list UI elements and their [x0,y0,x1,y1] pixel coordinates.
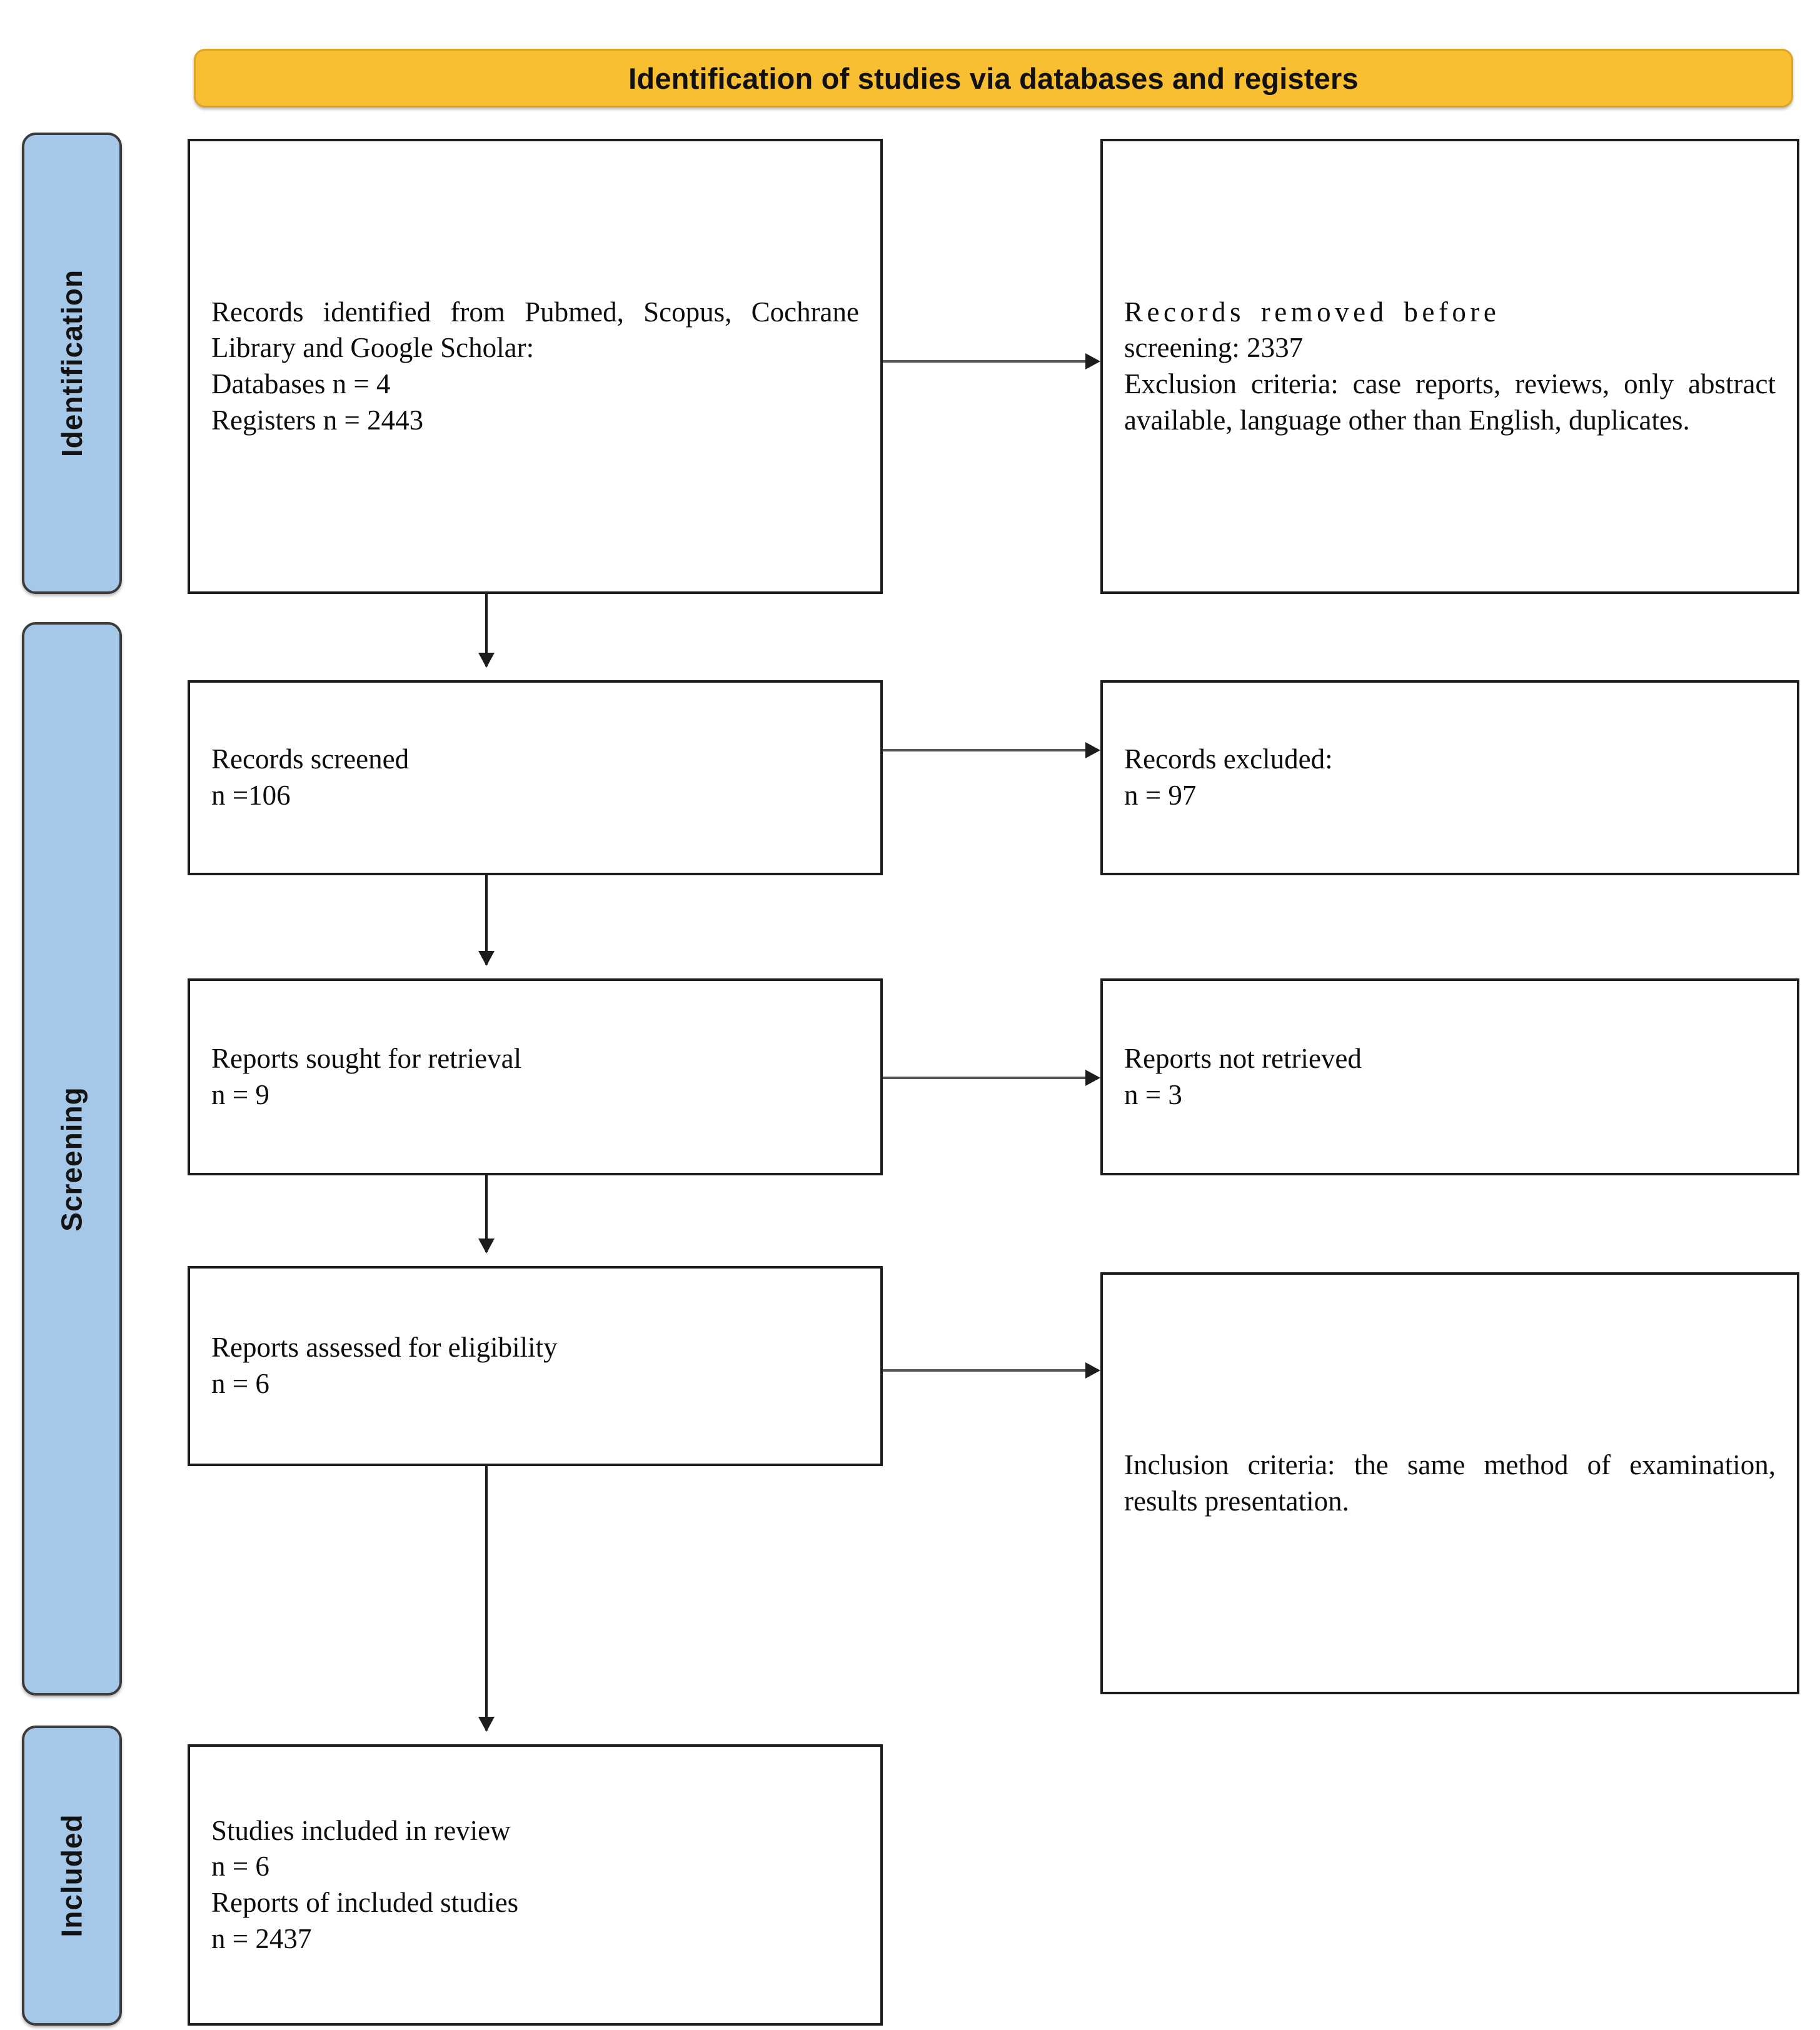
studies-included-count: n = 6 [211,1851,269,1882]
connector-screened-to-sought [478,875,495,966]
box-records-excluded: Records excluded: n = 97 [1100,680,1799,875]
records-removed-heading: Records removed before [1124,296,1501,328]
connector-sought-to-not-retrieved [883,1070,1100,1086]
reports-sought-label: Reports sought for retrieval [211,1042,522,1074]
records-removed-criteria: Exclusion criteria: case reports, review… [1124,368,1776,436]
records-identified-sources: Records identified from Pubmed, Scopus, … [211,296,859,364]
box-reports-sought: Reports sought for retrieval n = 9 [188,978,883,1175]
stage-ribbon-included: Included [22,1726,122,2026]
stage-label-identification: Identification [56,269,89,458]
records-excluded-label: Records excluded: [1124,743,1333,775]
connector-sought-to-assessed [478,1175,495,1254]
connector-identified-to-screened [478,594,495,668]
records-identified-registers: Registers n = 2443 [211,404,424,436]
connector-assessed-to-included [478,1466,495,1732]
identification-banner: Identification of studies via databases … [194,49,1793,108]
inclusion-criteria-text: Inclusion criteria: the same method of e… [1124,1449,1776,1517]
box-reports-assessed: Reports assessed for eligibility n = 6 [188,1266,883,1466]
box-records-identified: Records identified from Pubmed, Scopus, … [188,139,883,594]
stage-ribbon-screening: Screening [22,622,122,1696]
box-records-screened: Records screened n =106 [188,680,883,875]
stage-label-screening: Screening [56,1086,89,1232]
records-screened-count: n =106 [211,780,291,811]
box-reports-not-retrieved: Reports not retrieved n = 3 [1100,978,1799,1175]
reports-included-count: n = 2437 [211,1922,312,1954]
studies-included-label: Studies included in review [211,1814,511,1846]
reports-assessed-count: n = 6 [211,1368,269,1399]
records-identified-databases: Databases n = 4 [211,368,391,399]
banner-title: Identification of studies via databases … [628,61,1359,95]
box-records-removed: Records removed before screening: 2337 E… [1100,139,1799,594]
stage-ribbon-identification: Identification [22,133,122,594]
connector-screened-to-excluded [883,742,1100,758]
reports-assessed-label: Reports assessed for eligibility [211,1332,558,1364]
records-screened-label: Records screened [211,743,410,775]
reports-sought-count: n = 9 [211,1078,269,1110]
box-studies-included: Studies included in review n = 6 Reports… [188,1744,883,2026]
box-inclusion-criteria: Inclusion criteria: the same method of e… [1100,1272,1799,1694]
reports-included-label: Reports of included studies [211,1887,519,1918]
reports-not-retrieved-label: Reports not retrieved [1124,1042,1362,1074]
stage-label-included: Included [56,1814,88,1937]
records-removed-count: screening: 2337 [1124,332,1304,364]
connector-assessed-to-inclusion [883,1362,1100,1379]
connector-identified-to-removed [883,353,1100,369]
records-excluded-count: n = 97 [1124,780,1197,811]
reports-not-retrieved-count: n = 3 [1124,1078,1182,1110]
